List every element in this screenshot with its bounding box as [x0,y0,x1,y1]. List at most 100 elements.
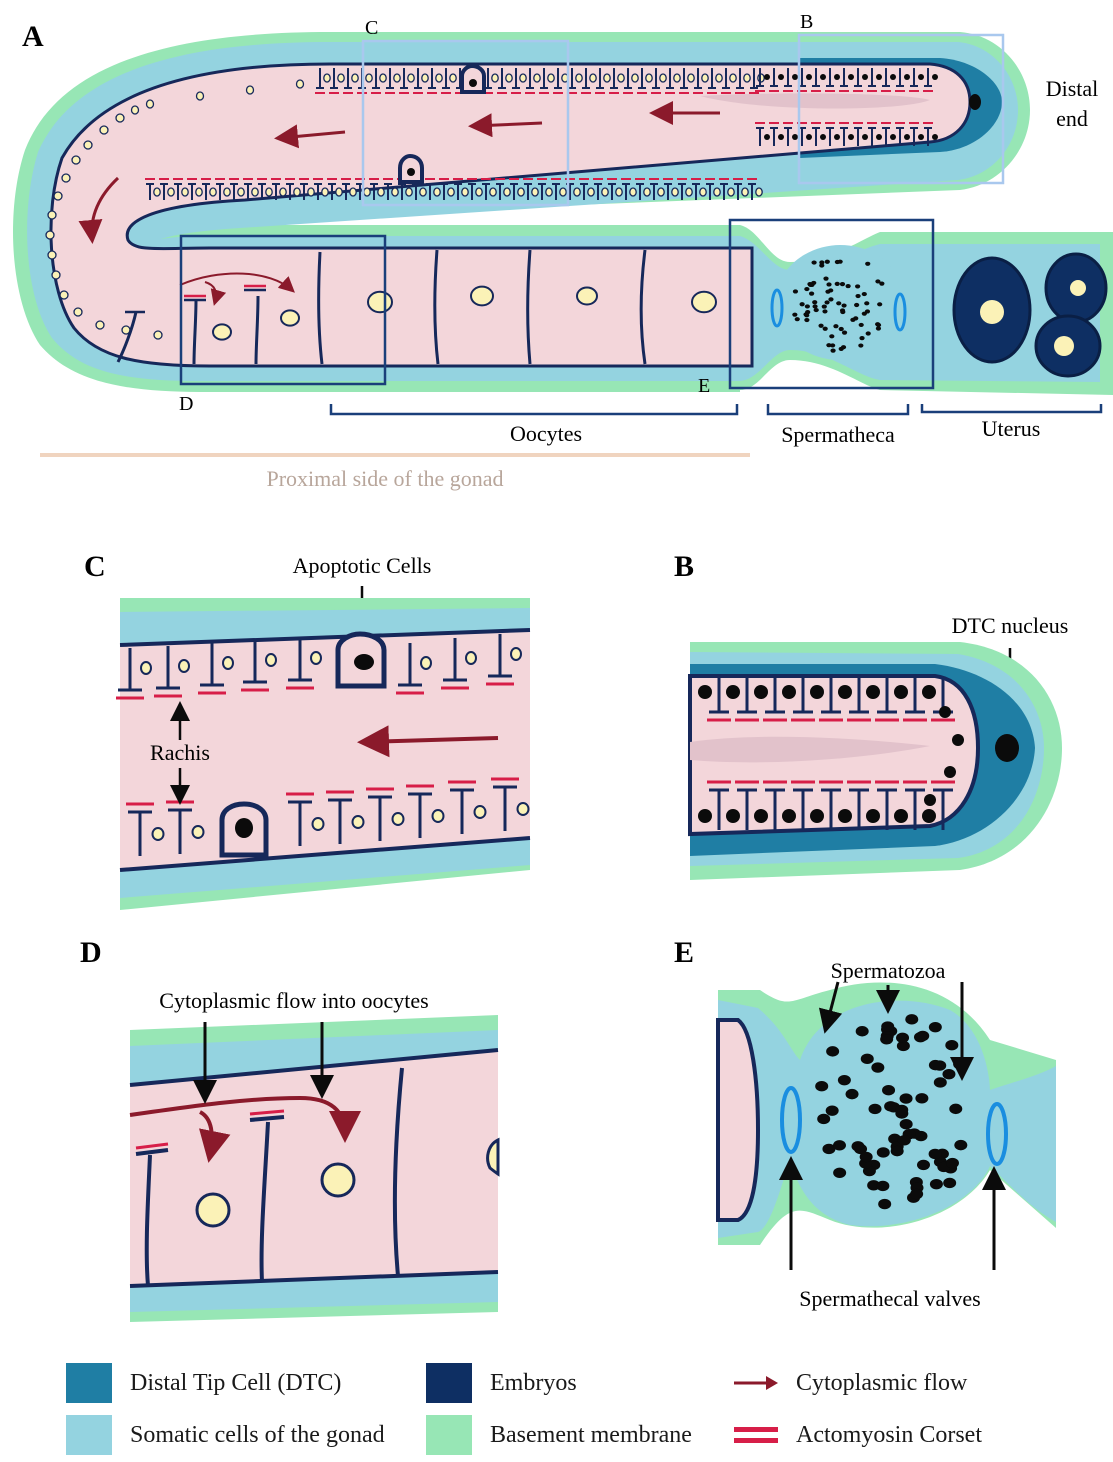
sperm-dot [812,304,817,308]
sperm-dot [809,292,814,296]
sperm-dot [898,1135,911,1145]
sperm-dot [792,313,797,317]
valves-label: Spermathecal valves [799,1286,980,1311]
germ-nucleus-icon [632,74,638,82]
proximal-label: Proximal side of the gonad [266,466,503,491]
germ-nucleus-icon [434,188,440,196]
dtc-nucleus-label: DTC nucleus [952,613,1069,638]
germ-nucleus-icon [876,74,882,80]
germ-nucleus-icon [939,706,951,718]
box-b-label: B [800,11,813,33]
germ-nucleus-icon [408,74,414,82]
germ-nucleus-icon [904,74,910,80]
germ-nucleus-icon [754,809,768,823]
oocyte-nucleus-icon [692,292,716,312]
sperm-dot [830,349,835,353]
germ-nucleus-icon [548,74,554,82]
germ-nucleus-icon [380,74,386,82]
apoptotic-cells-label: Apoptotic Cells [293,553,432,578]
germ-nucleus-icon [280,188,286,196]
germ-nucleus-icon [422,74,428,82]
sperm-dot [876,1181,889,1191]
germ-nucleus-icon [894,685,908,699]
germ-nucleus-icon [698,685,712,699]
sperm-dot [842,331,847,335]
sperm-dot [835,282,840,286]
sperm-dot [807,282,812,286]
germ-nucleus-icon [834,74,840,80]
sperm-dot [822,309,827,313]
sperm-dot [862,312,867,316]
panel-d-letter: D [80,936,102,969]
sperm-dot [825,260,830,264]
germ-nucleus-icon [806,134,812,140]
germ-nucleus-icon [247,86,254,94]
germ-nucleus-icon [74,308,82,316]
germ-nucleus-icon [792,74,798,80]
germ-nucleus-icon [308,188,314,196]
germ-nucleus-icon [506,74,512,82]
sperm-dot [822,305,827,309]
panel-b-letter: B [674,550,694,583]
germ-nucleus-icon [313,818,324,830]
germ-nucleus-icon [462,188,468,196]
sperm-dot [869,1104,882,1114]
germ-nucleus-icon [336,188,342,196]
sperm-dot [929,1022,942,1032]
sperm-dot [917,1160,930,1170]
germ-nucleus-icon [658,188,664,196]
sperm-dot [814,308,819,312]
sperm-dot [871,1062,884,1072]
sperm-dot [876,326,881,330]
germ-nucleus-icon [492,74,498,82]
legend-label-embryos: Embryos [490,1370,577,1397]
germ-nucleus-icon [838,685,852,699]
germ-nucleus-icon [660,74,666,82]
germ-nucleus-icon [48,251,56,259]
region-brackets [331,404,1101,414]
germ-nucleus-icon [646,74,652,82]
germ-nucleus-icon [96,321,104,329]
germ-nucleus-icon [838,809,852,823]
sperm-dot [895,1105,908,1115]
germ-nucleus-icon [630,188,636,196]
sperm-dot [946,1158,959,1168]
germ-nucleus-icon [504,188,510,196]
germ-nucleus-icon [366,74,372,82]
germ-nucleus-icon [116,114,124,122]
germ-nucleus-icon [141,662,151,674]
sperm-dot [823,277,828,281]
legend-item-somatic: Somatic cells of the gonad [66,1415,385,1455]
germ-nucleus-icon [782,809,796,823]
germ-nucleus-icon [182,188,188,196]
germ-nucleus-icon [688,74,694,82]
sperm-dot [880,1034,893,1044]
germ-nucleus-icon [576,74,582,82]
sperm-dot [833,324,838,328]
germ-nucleus-icon [932,134,938,140]
sperm-dot [840,282,845,286]
sperm-dot [943,1178,956,1188]
sperm-dot [826,1105,839,1115]
sperm-dot [859,323,864,327]
germ-nucleus-icon [490,188,496,196]
germ-nucleus-icon [406,188,412,196]
germ-nucleus-icon [702,74,708,82]
germ-nucleus-icon [350,188,356,196]
germ-nucleus-icon [52,271,60,279]
germ-nucleus-icon [436,74,442,82]
germ-nucleus-icon [147,100,154,108]
oocytes-label: Oocytes [510,421,582,446]
panel-e-oocyte [718,1020,758,1220]
sperm-dot [824,300,829,304]
germ-nucleus-icon [944,766,956,778]
germ-nucleus-icon [744,74,750,82]
germ-nucleus-icon [196,188,202,196]
germ-nucleus-icon [714,188,720,196]
germ-nucleus-icon [324,74,330,82]
germ-nucleus-icon [392,188,398,196]
sperm-dot [838,1075,851,1085]
sperm-dot [865,262,870,266]
germ-nucleus-icon [60,291,68,299]
cytoplasmic-flow-label: Cytoplasmic flow into oocytes [159,988,428,1013]
